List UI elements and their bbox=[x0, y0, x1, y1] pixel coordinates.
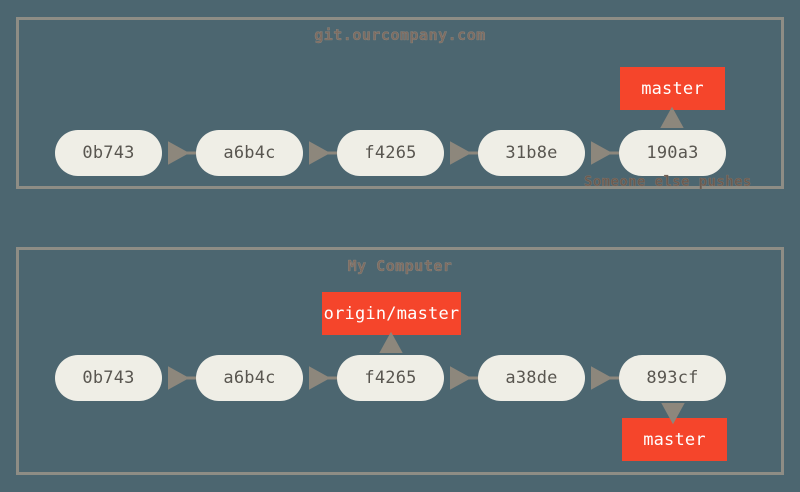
branch-label-remote-master[interactable]: master bbox=[620, 67, 725, 110]
commit-node-local-a6b4c[interactable]: a6b4c bbox=[196, 355, 303, 401]
region-local bbox=[16, 247, 784, 475]
region-remote-title: git.ourcompany.com bbox=[314, 26, 486, 44]
branch-label-local-master[interactable]: master bbox=[622, 418, 727, 461]
commit-node-remote-f4265[interactable]: f4265 bbox=[337, 130, 444, 176]
commit-node-local-893cf[interactable]: 893cf bbox=[619, 355, 726, 401]
annotation-someone-else-pushes: Someone else pushes bbox=[584, 174, 752, 190]
branch-label-local-origin-master[interactable]: origin/master bbox=[322, 292, 461, 335]
commit-node-remote-a6b4c[interactable]: a6b4c bbox=[196, 130, 303, 176]
commit-node-local-0b743[interactable]: 0b743 bbox=[55, 355, 162, 401]
region-remote bbox=[16, 17, 784, 189]
commit-node-remote-190a3[interactable]: 190a3 bbox=[619, 130, 726, 176]
commit-node-local-f4265[interactable]: f4265 bbox=[337, 355, 444, 401]
region-local-title: My Computer bbox=[347, 257, 453, 275]
commit-node-remote-0b743[interactable]: 0b743 bbox=[55, 130, 162, 176]
commit-node-local-a38de[interactable]: a38de bbox=[478, 355, 585, 401]
commit-node-remote-31b8e[interactable]: 31b8e bbox=[478, 130, 585, 176]
